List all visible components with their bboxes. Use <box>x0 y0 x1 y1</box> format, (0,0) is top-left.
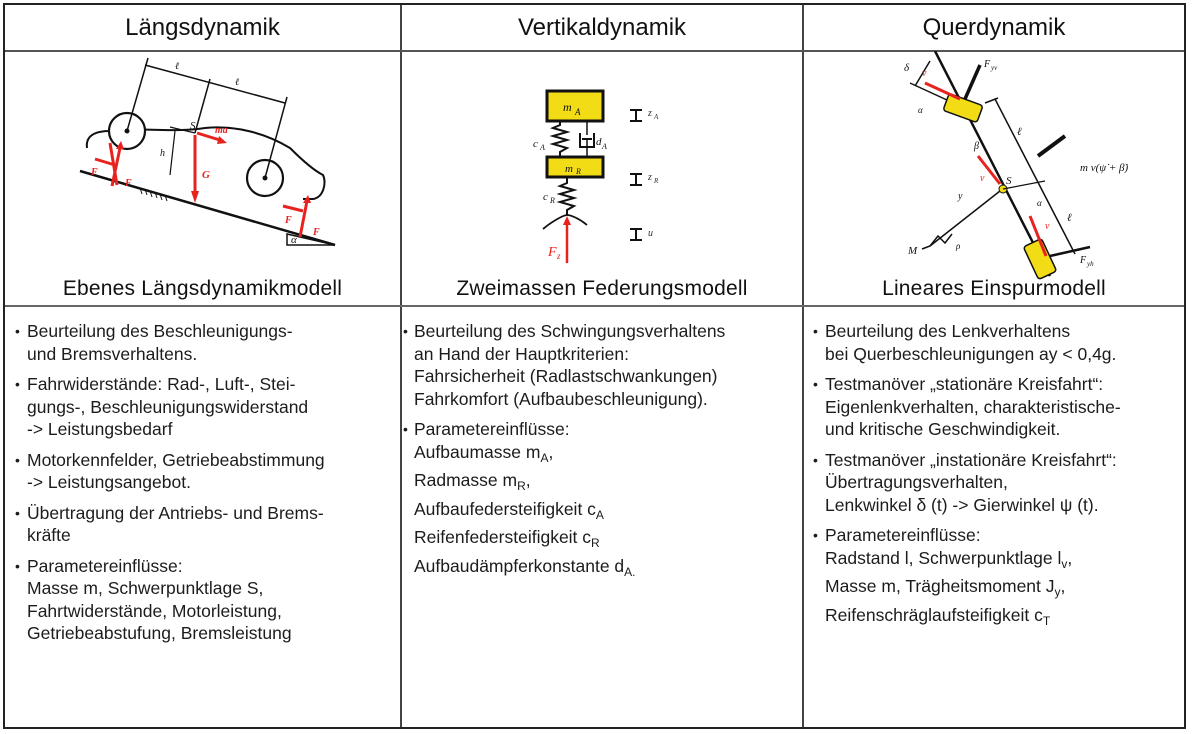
svg-text:v: v <box>980 173 985 184</box>
svg-text:F: F <box>1079 255 1087 266</box>
svg-text:F: F <box>312 227 320 238</box>
svg-text:ρ: ρ <box>955 241 961 251</box>
svg-text:G: G <box>202 169 210 181</box>
svg-text:α: α <box>1037 198 1042 208</box>
diagram-row-divider <box>5 305 1184 307</box>
svg-text:A: A <box>653 113 659 121</box>
bullet-item: • Übertragung der Antriebs- und Brems-kr… <box>15 502 324 546</box>
bullet-item: • Motorkennfelder, Getriebeabstimmung-> … <box>15 449 325 493</box>
bullet-item: • Parametereinflüsse: Aufbaumasse mA, Ra… <box>403 419 636 579</box>
svg-text:α: α <box>291 234 297 246</box>
caption-vertikaldynamik: Zweimassen Federungsmodell <box>456 277 748 300</box>
svg-text:F: F <box>124 178 132 189</box>
svg-text:v: v <box>1045 221 1050 232</box>
svg-text:c: c <box>543 191 548 203</box>
svg-text:A: A <box>574 107 581 117</box>
caption-laengsdynamik: Ebenes Längsdynamikmodell <box>62 277 343 300</box>
svg-text:R: R <box>549 196 555 205</box>
svg-text:M: M <box>907 245 918 257</box>
svg-text:δ: δ <box>904 62 910 74</box>
svg-text:ℓ: ℓ <box>235 77 239 88</box>
svg-text:z: z <box>647 108 652 119</box>
bullet-item: • Testmanöver „stationäre Kreisfahrt“:Ei… <box>813 374 1121 439</box>
svg-text:F: F <box>90 167 98 178</box>
svg-text:v: v <box>922 68 927 79</box>
svg-text:F: F <box>983 59 991 70</box>
svg-text:u: u <box>648 228 653 239</box>
caption-querdynamik: Lineares Einspurmodell <box>882 277 1106 300</box>
longitudinal-dynamics-diagram-icon: α ℓ ℓ S h <box>65 53 355 267</box>
header-laengsdynamik: Längsdynamik <box>125 14 280 41</box>
comparison-table: Längsdynamik Vertikaldynamik Querdynamik… <box>3 3 1186 729</box>
svg-text:y: y <box>957 191 963 202</box>
svg-text:S: S <box>190 120 196 132</box>
svg-text:α: α <box>918 105 923 115</box>
svg-text:h: h <box>160 148 165 159</box>
bullet-item: • Fahrwiderstände: Rad-, Luft-, Stei-gun… <box>15 374 309 439</box>
svg-text:A: A <box>601 142 607 151</box>
svg-text:m: m <box>563 100 572 114</box>
svg-text:F: F <box>284 215 292 226</box>
header-vertikaldynamik: Vertikaldynamik <box>517 14 687 41</box>
column-divider-2 <box>802 5 804 727</box>
svg-text:yh: yh <box>1086 260 1094 268</box>
laengsdynamik-bullet-list: • Beurteilung des Beschleunigungs-und Br… <box>13 320 398 653</box>
svg-text:ℓ: ℓ <box>1067 212 1072 224</box>
bullet-item: • Beurteilung des Beschleunigungs-und Br… <box>15 321 293 364</box>
svg-text:ℓ: ℓ <box>1017 126 1022 138</box>
svg-text:m v(ψ̇ + β̇): m v(ψ̇ + β̇) <box>1080 162 1128 174</box>
svg-text:R: R <box>653 177 659 185</box>
svg-text:β: β <box>973 141 979 152</box>
svg-text:ℓ: ℓ <box>175 61 179 72</box>
svg-text:yv: yv <box>990 64 998 72</box>
svg-text:c: c <box>533 138 538 150</box>
header-divider <box>5 50 1184 52</box>
single-track-model-diagram-icon: v δ α F yv ℓ ℓ S v β m v(ψ̇ + β̇) y M <box>900 50 1170 281</box>
two-mass-suspension-diagram-icon: m A c A d A m R c R F z <box>505 53 685 267</box>
svg-text:A: A <box>539 143 545 152</box>
bullet-item: • Testmanöver „instationäre Kreisfahrt“:… <box>813 449 1117 515</box>
svg-text:z: z <box>556 251 561 261</box>
bullet-item: • Parametereinflüsse: Radstand l, Schwer… <box>813 525 1073 628</box>
header-querdynamik: Querdynamik <box>922 14 1066 41</box>
svg-text:ma: ma <box>215 125 228 136</box>
svg-text:F: F <box>547 245 557 260</box>
svg-text:z: z <box>647 172 652 183</box>
svg-text:d: d <box>596 136 602 148</box>
bullet-item: • Parametereinflüsse:Masse m, Schwerpunk… <box>15 555 292 644</box>
column-divider-1 <box>400 5 402 727</box>
svg-text:m: m <box>565 163 573 175</box>
svg-text:R: R <box>575 167 581 176</box>
svg-text:S: S <box>1006 175 1012 187</box>
